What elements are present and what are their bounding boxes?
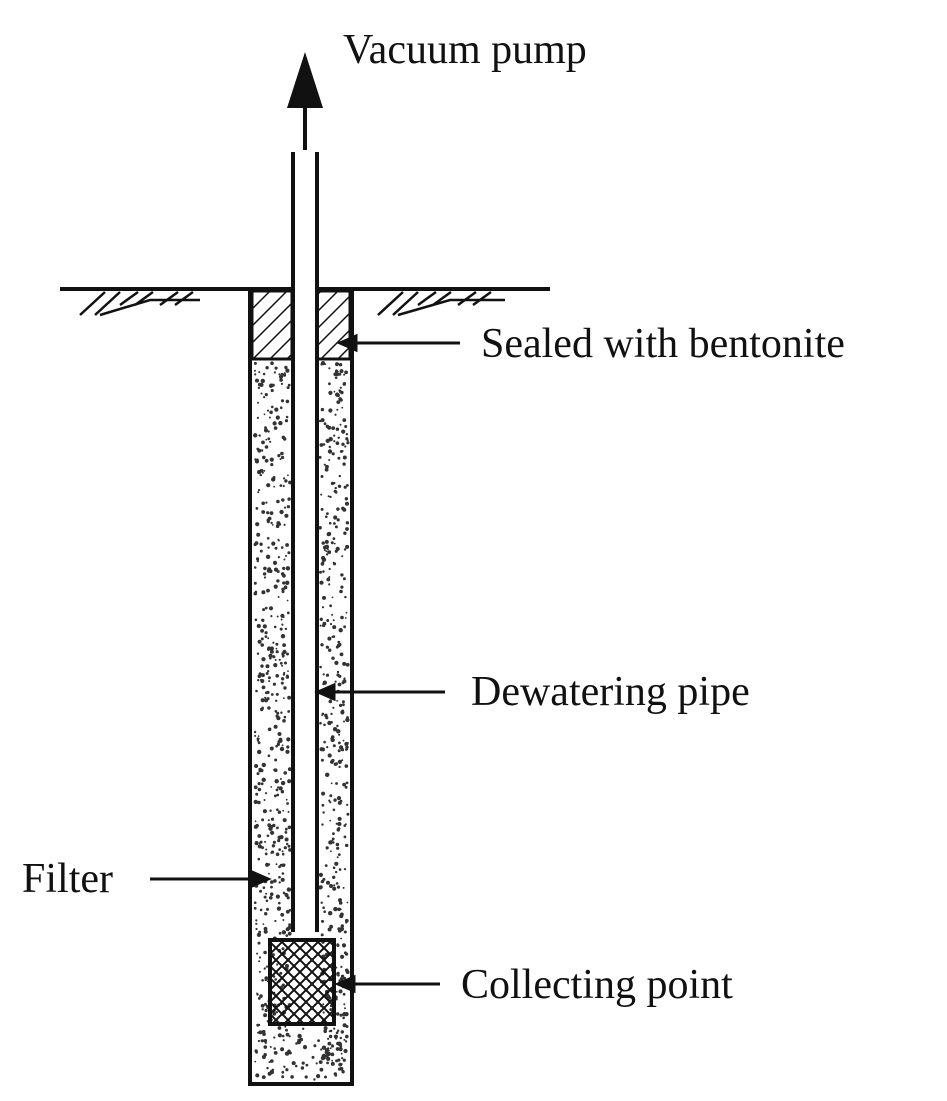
ground-hatching-right xyxy=(377,290,505,317)
bentonite-seal xyxy=(250,289,352,361)
leader-dewatering xyxy=(314,682,445,702)
dewatering-pipe xyxy=(291,152,319,932)
filter-sand-dots xyxy=(253,361,350,1081)
vacuum-pump-label: Vacuum pump xyxy=(343,27,587,73)
filter-label: Filter xyxy=(22,856,113,902)
dewatering-pipe-label: Dewatering pipe xyxy=(471,669,750,715)
ground-surface xyxy=(60,287,550,317)
vacuum-arrow xyxy=(287,52,323,150)
collecting-point xyxy=(268,938,336,1026)
collecting-point-label: Collecting point xyxy=(461,962,733,1008)
ground-hatching-left xyxy=(79,290,200,317)
leader-sealed xyxy=(336,333,460,353)
leader-collecting xyxy=(334,974,440,994)
sealed-label: Sealed with bentonite xyxy=(481,321,845,367)
leader-filter xyxy=(150,869,272,889)
